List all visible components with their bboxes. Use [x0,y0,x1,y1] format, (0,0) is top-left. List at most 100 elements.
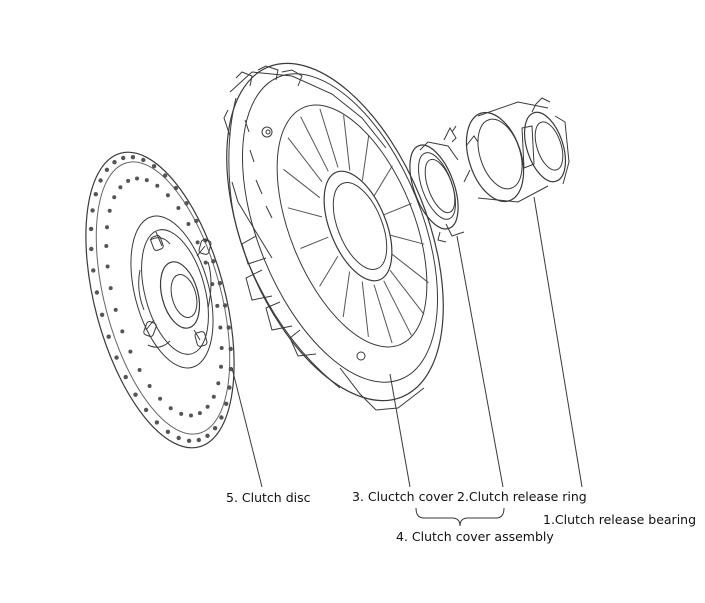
disc-hole [226,325,231,330]
diaphragm-spring-finger [389,234,425,245]
disc-hole [99,312,105,317]
disc-hole [203,260,208,265]
disc-hole [135,176,139,181]
disc-hole [144,178,149,183]
disc-hole [194,218,199,224]
diaphragm-spring-finger [383,203,412,216]
disc-hole [215,303,220,308]
disc-hole [130,155,136,160]
leader-line-release-bearing [533,196,583,488]
diaphragm-spring-finger [300,236,329,249]
disc-hole [104,244,109,248]
leader-line-clutch-cover [389,373,411,488]
label-clutch-cover-assembly: 4. Clutch cover assembly [396,529,554,544]
label-clutch-release-bearing: 1.Clutch release bearing [543,512,697,527]
leader-line-release-ring [456,235,504,488]
disc-hole [176,435,181,441]
disc-hole [126,178,131,183]
disc-hole [158,396,163,401]
diaphragm-spring-finger [373,165,393,197]
disc-hole [211,394,216,399]
disc-hole [90,208,95,213]
diaphragm-spring-finger [391,253,429,284]
diaphragm-spring-finger [287,207,323,218]
disc-hole [224,401,229,406]
disc-hole [107,208,112,213]
disc-hole [195,240,200,245]
disc-hole [91,268,96,273]
disc-hole [176,206,181,210]
diaphragm-spring-finger [389,269,425,315]
diaphragm-spring-finger [283,168,321,199]
disc-hole [186,222,191,226]
disc-hole [184,201,189,206]
leader-lines [231,196,583,527]
disc-hole [113,307,118,312]
clutch-release-ring [409,125,465,243]
disc-hole [189,413,193,418]
diaphragm-spring-finger [373,284,393,344]
disc-hole [218,325,223,330]
disc-hole [205,433,210,438]
assembly-brace [415,507,505,527]
disc-hole [105,264,110,269]
label-clutch-release-ring: 2.Clutch release ring [457,489,587,504]
disc-hole [93,192,99,197]
disc-hole [227,385,232,390]
diaphragm-spring-finger [361,281,369,337]
clutch-release-bearing [463,97,570,203]
disc-hole [141,157,146,163]
disc-hole [222,303,228,308]
diaphragm-spring-finger [300,116,329,172]
disc-hole [151,164,157,169]
disc-hole [123,374,128,380]
disc-hole [89,246,94,252]
disc-hole [173,185,179,191]
disc-hole [165,429,171,434]
disc-hole [196,437,201,443]
disc-hole [112,160,117,165]
disc-hole [219,364,223,369]
diaphragm-spring-finger [287,137,323,183]
disc-hole [98,178,103,183]
disc-hole [219,415,224,420]
disc-hole [219,346,224,350]
diaphragm-spring-finger [342,271,351,318]
disc-hole [217,281,223,286]
diaphragm-spring-finger [343,115,351,171]
disc-hole [114,355,119,360]
disc-hole [147,384,152,388]
disc-hole [137,368,142,372]
diaphragm-spring-finger [383,280,412,336]
disc-hole [120,329,125,334]
disc-hole [143,407,149,413]
disc-hole [133,392,138,397]
disc-hole [168,406,173,411]
disc-hole [211,259,216,264]
disc-hole [106,334,111,339]
diaphragm-spring-finger [361,134,370,181]
disc-hole [165,193,170,198]
disc-hole [105,225,109,230]
disc-hole [88,226,94,232]
disc-hole [197,411,202,416]
disc-hole [155,183,160,188]
disc-hole [121,155,126,161]
disc-hole [228,346,233,352]
disc-hole [216,381,221,386]
disc-hole [212,426,218,431]
clutch-disc [85,151,235,449]
clutch-cover [223,62,444,411]
disc-hole [205,404,210,409]
disc-hole [118,185,123,190]
disc-hole [104,167,110,172]
label-clutch-cover: 3. Cluctch cover [352,489,454,504]
disc-hole [162,173,168,178]
disc-hole [154,420,160,425]
disc-hole [186,438,192,443]
label-clutch-disc: 5. Clutch disc [226,490,311,505]
disc-hole [108,286,113,291]
diaphragm-spring-finger [319,108,339,168]
